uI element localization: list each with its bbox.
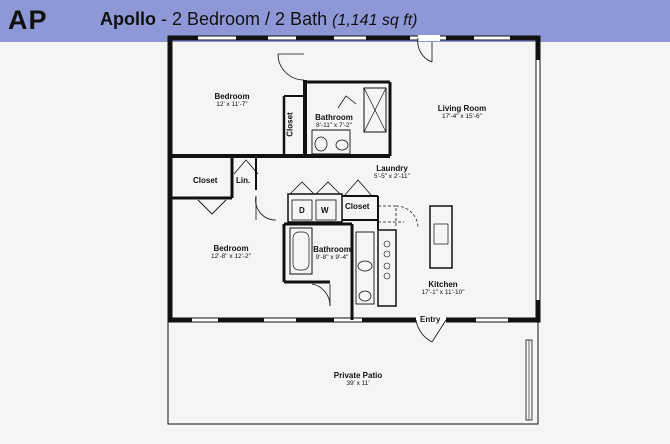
room-name: Bathroom bbox=[313, 245, 351, 254]
room-patio: Private Patio 39' x 11' bbox=[322, 371, 394, 388]
label-washer: W bbox=[321, 206, 329, 215]
room-name: Bathroom bbox=[315, 113, 353, 122]
plan-header: AP Apollo - 2 Bedroom / 2 Bath (1,141 sq… bbox=[0, 0, 670, 42]
label-closet-laundry: Closet bbox=[345, 202, 370, 211]
room-name: Bedroom bbox=[214, 92, 250, 101]
room-dims: 39' x 11' bbox=[346, 380, 370, 388]
room-kitchen: Kitchen 17'-1" x 11'-10" bbox=[406, 280, 480, 297]
label-closet-upper: Closet bbox=[285, 112, 295, 137]
unit-name: Apollo bbox=[100, 9, 156, 29]
label-entry: Entry bbox=[420, 315, 441, 324]
room-name: Laundry bbox=[376, 164, 408, 173]
room-name: Private Patio bbox=[333, 371, 383, 380]
unit-layout: - 2 Bedroom / 2 Bath bbox=[156, 9, 333, 29]
room-name: Bedroom bbox=[213, 244, 249, 253]
room-dims: 17'-1" x 11'-10" bbox=[421, 289, 465, 297]
exterior-wall bbox=[167, 35, 541, 323]
room-bathroom-2: Bathroom 9'-8" x 9'-4" bbox=[306, 245, 358, 262]
room-bedroom-2: Bedroom 12'-8" x 12'-2" bbox=[200, 244, 262, 261]
unit-code: AP bbox=[8, 5, 48, 35]
room-dims: 12' x 11'-7" bbox=[216, 101, 248, 109]
plan-sheet bbox=[0, 42, 670, 444]
room-dims: 5'-5" x 2'-11" bbox=[374, 173, 410, 181]
room-living: Living Room 17'-4" x 15'-6" bbox=[430, 104, 494, 121]
plan-title: Apollo - 2 Bedroom / 2 Bath (1,141 sq ft… bbox=[100, 9, 417, 30]
room-bedroom-1: Bedroom 12' x 11'-7" bbox=[200, 92, 264, 109]
unit-area: (1,141 sq ft) bbox=[332, 12, 418, 29]
room-name: Living Room bbox=[437, 104, 487, 113]
label-closet-left: Closet bbox=[193, 176, 218, 185]
room-dims: 8'-11" x 7'-2" bbox=[316, 122, 352, 130]
room-dims: 9'-8" x 9'-4" bbox=[315, 254, 349, 262]
room-name: Kitchen bbox=[428, 280, 458, 289]
room-laundry: Laundry 5'-5" x 2'-11" bbox=[368, 164, 416, 181]
label-linen: Lin. bbox=[236, 176, 251, 185]
room-dims: 17'-4" x 15'-6" bbox=[442, 113, 482, 121]
room-bathroom-1: Bathroom 8'-11" x 7'-2" bbox=[307, 113, 361, 130]
label-dryer: D bbox=[299, 206, 305, 215]
room-dims: 12'-8" x 12'-2" bbox=[211, 253, 251, 261]
